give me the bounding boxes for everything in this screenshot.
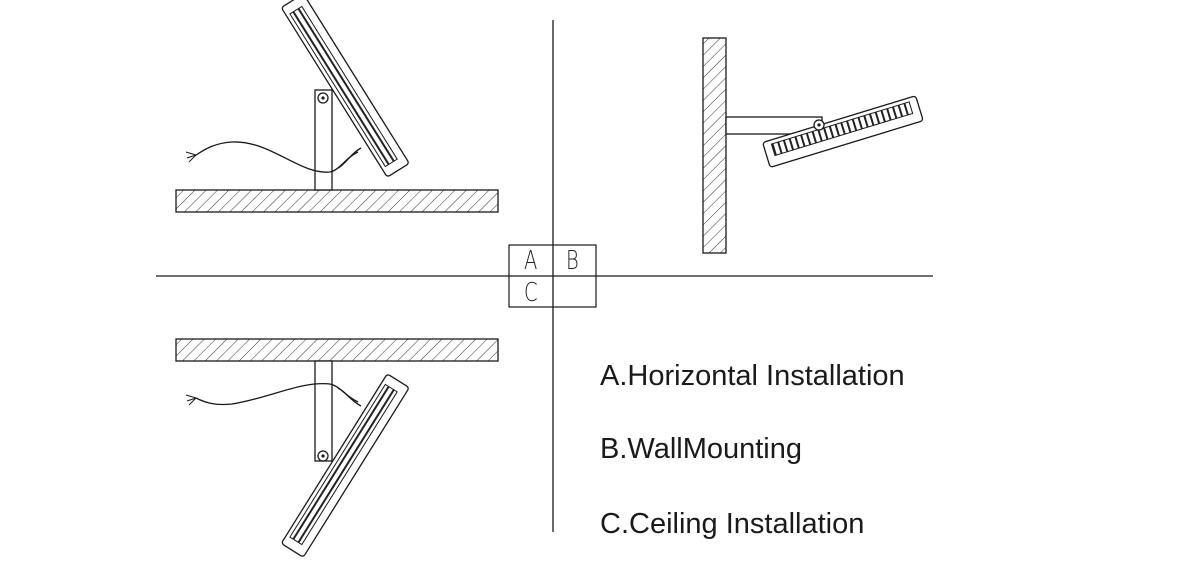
ceiling-slab xyxy=(175,338,499,362)
mount-post xyxy=(314,360,333,462)
power-cable xyxy=(195,141,359,173)
fixture-ceiling xyxy=(175,338,499,557)
quadrant-label-b: B xyxy=(566,246,579,276)
floor-slab xyxy=(175,189,499,213)
wall-slab xyxy=(702,37,727,254)
legend-ceiling-installation: C.Ceiling Installation xyxy=(600,508,865,540)
mount-post xyxy=(314,89,333,191)
fixture-horizontal xyxy=(175,0,499,213)
legend-wall-mounting: B.WallMounting xyxy=(600,433,803,465)
legend-horizontal-installation: A.Horizontal Installation xyxy=(600,360,905,392)
quadrant-label-c: C xyxy=(524,278,538,308)
power-cable xyxy=(195,383,359,406)
quadrant-key-box xyxy=(508,244,597,308)
fixture-wall xyxy=(702,37,924,254)
quadrant-label-a: A xyxy=(524,246,538,276)
